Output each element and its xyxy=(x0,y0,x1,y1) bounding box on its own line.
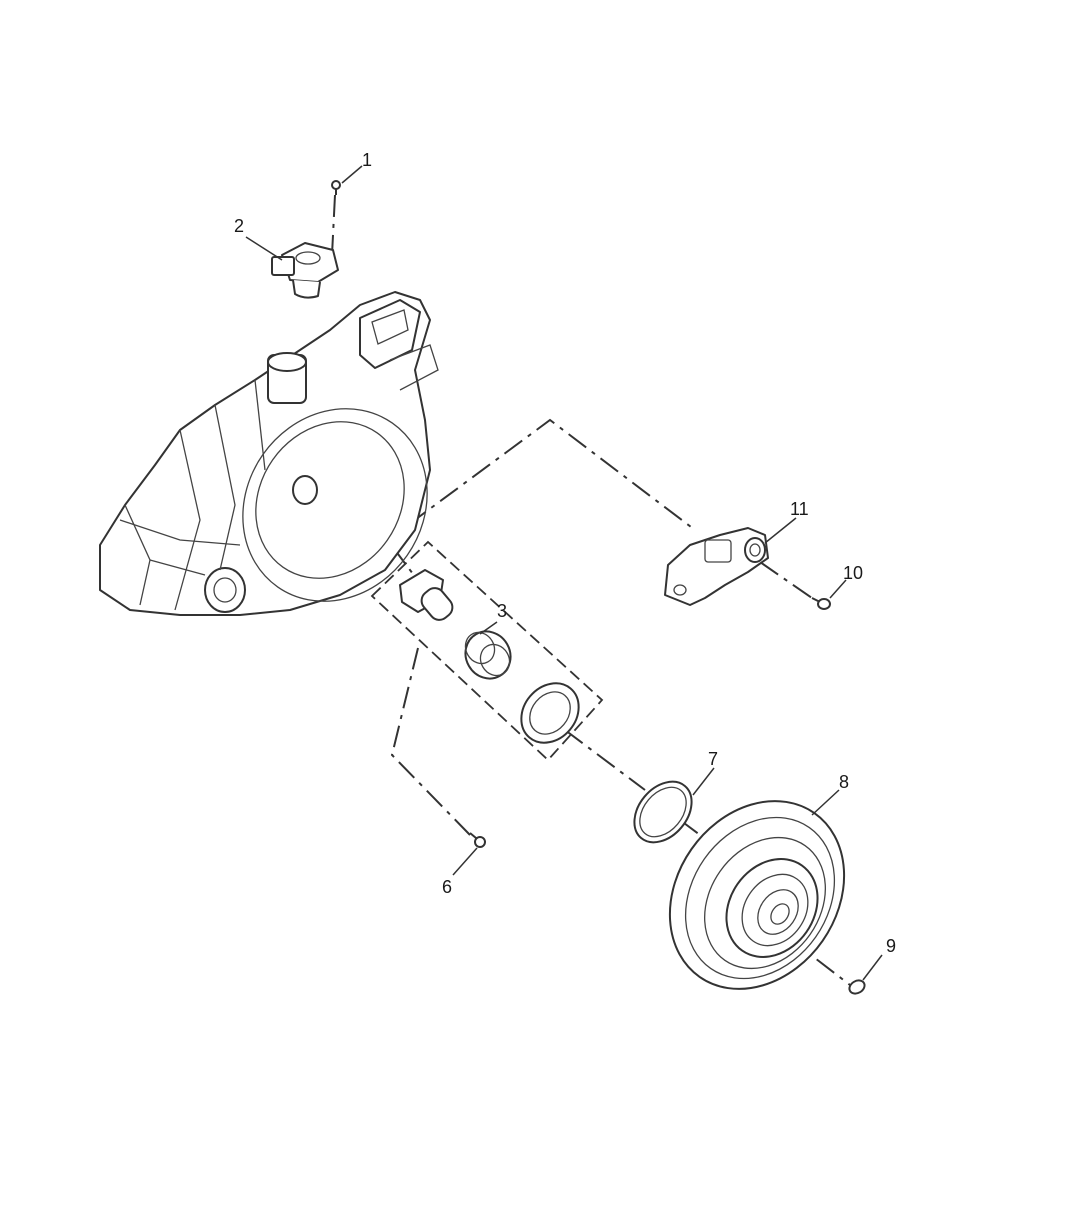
sensor-part-2 xyxy=(271,242,339,299)
kit-boundary-box xyxy=(370,540,604,762)
callout-labels: 1 2 3 6 7 8 9 10 11 xyxy=(234,150,896,956)
callout-10: 10 xyxy=(843,563,863,583)
callout-8: 8 xyxy=(839,772,849,792)
slave-cylinder-part-3 xyxy=(399,569,580,744)
callout-3: 3 xyxy=(497,601,507,621)
o-ring-part-9 xyxy=(848,979,866,995)
bracket-part-11 xyxy=(664,527,769,606)
callout-9: 9 xyxy=(886,936,896,956)
bolt-part-1 xyxy=(331,180,341,195)
bolt-part-10 xyxy=(811,597,831,610)
callout-6: 6 xyxy=(442,877,452,897)
leader-lines xyxy=(245,165,883,981)
bolt-part-6 xyxy=(469,832,486,848)
transmission-housing xyxy=(99,291,439,616)
ring-part-7 xyxy=(633,780,693,844)
clutch-assembly-part-8 xyxy=(668,800,846,990)
callout-1: 1 xyxy=(362,150,372,170)
callout-7: 7 xyxy=(708,749,718,769)
callout-2: 2 xyxy=(234,216,244,236)
callout-11: 11 xyxy=(790,499,809,519)
